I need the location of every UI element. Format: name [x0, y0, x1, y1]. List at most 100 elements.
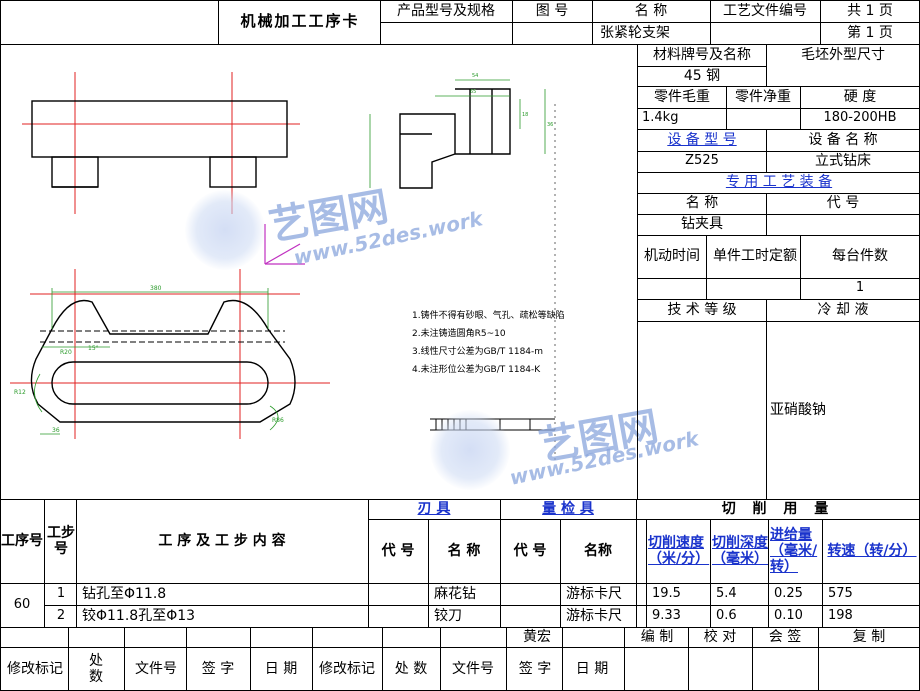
page-no: 第 1 页: [847, 24, 893, 41]
review-label: 复 制: [852, 628, 886, 645]
table-row-1-speed: 19.5: [652, 585, 681, 601]
change-mark-label-2: 修改标记: [319, 660, 375, 677]
product-model-label: 产品型号及规格: [397, 2, 495, 19]
coolant-label: 冷 却 液: [817, 301, 869, 318]
material-value: 45 钢: [683, 67, 721, 84]
step-no-label: 工步号: [47, 524, 75, 557]
table-row-1-step: 1: [56, 585, 66, 601]
signature-label: 签 字: [201, 660, 235, 677]
fixture-value: 钻夹具: [681, 216, 723, 233]
doc-no-label: 工艺文件编号: [723, 2, 807, 19]
gauge-code-label: 代 号: [513, 542, 547, 559]
net-weight-label: 零件净重: [735, 88, 791, 105]
note-3: 3.线性尺寸公差为GB/T 1184-m: [412, 345, 543, 357]
count-label-2: 处 数: [394, 660, 428, 677]
table-row-1-content: 钻孔至Φ11.8: [82, 585, 167, 602]
blank-size-label: 毛坯外型尺寸: [801, 46, 885, 63]
spindle-speed-label: 转速（转/分）: [827, 542, 917, 559]
op-no-label: 工序号: [1, 532, 43, 549]
name-label: 名 称: [634, 2, 668, 19]
drawing-no-label: 图 号: [535, 2, 569, 19]
table-row-2-gauge: 游标卡尺: [566, 607, 622, 624]
author-name: 黄宏: [523, 628, 551, 645]
date-label: 日 期: [264, 660, 298, 677]
tool-name-label: 名 称: [447, 542, 481, 559]
table-row-1-tool: 麻花钻: [434, 585, 476, 602]
dim-54: 54: [472, 73, 478, 79]
compile-label: 编 制: [640, 628, 674, 645]
change-mark-label: 修改标记: [7, 660, 63, 677]
date-label-2: 日 期: [575, 660, 609, 677]
dim-18: 18: [522, 112, 528, 118]
doc-no-footer-label: 文件号: [135, 660, 177, 677]
fixture-code-label: 代 号: [826, 195, 860, 212]
dim-380: 380: [150, 285, 162, 292]
gauge-name-label: 名称: [584, 542, 612, 559]
equipment-model-value: Z525: [685, 153, 719, 169]
top-view: [31, 100, 288, 188]
pieces-value: 1: [855, 280, 865, 296]
cutting-params-label: 切 削 用 量: [721, 500, 835, 517]
pieces-label: 每台件数: [832, 248, 888, 265]
table-row-2-depth: 0.6: [716, 607, 737, 623]
centerlines: [10, 72, 330, 439]
table-row-1-feed: 0.25: [774, 585, 803, 601]
special-equipment-label: 专 用 工 艺 装 备: [725, 174, 833, 191]
hardness-label: 硬 度: [843, 88, 877, 105]
count-label: 处数: [89, 652, 103, 685]
feed-rate-label: 进给量（毫米/转）: [770, 526, 818, 576]
side-dimensions: [369, 79, 546, 188]
doc-no-footer-label-2: 文件号: [452, 660, 494, 677]
table-row-2-step: 2: [56, 607, 66, 623]
dim-36b: 36: [547, 122, 553, 128]
equipment-name-value: 立式钻床: [815, 153, 871, 170]
note-4: 4.未注形位公差为GB/T 1184-K: [412, 363, 541, 375]
step-content-label: 工 序 及 工 步 内 容: [158, 532, 286, 549]
mini-title-block: [430, 418, 555, 431]
check-label: 校 对: [703, 628, 737, 645]
tech-grade-label: 技 术 等 级: [667, 301, 737, 318]
table-row-2-content: 铰Φ11.8孔至Φ13: [82, 607, 196, 624]
card-title: 机械加工工序卡: [240, 12, 360, 31]
dim-r20: R20: [60, 349, 72, 356]
part-name: 张紧轮支架: [600, 24, 670, 41]
gross-weight-value: 1.4kg: [642, 110, 679, 126]
tool-code-label: 代 号: [381, 542, 415, 559]
tech-notes: 1.铸件不得有砂眼、气孔、疏松等缺陷 2.未注铸造圆角R5~10 3.线性尺寸公…: [412, 309, 565, 375]
machine-time-label: 机动时间: [644, 248, 700, 265]
table-row-1-rpm: 575: [828, 585, 853, 601]
front-dimensions: [34, 288, 279, 435]
dim-angle: 15°: [88, 345, 99, 352]
material-label: 材料牌号及名称: [653, 46, 751, 63]
cutting-depth-label: 切削深度（毫米）: [712, 534, 768, 567]
dim-65: 65: [470, 89, 476, 95]
blade-tool-label: 刃 具: [417, 500, 451, 517]
dim-r12: R12: [14, 389, 26, 396]
equipment-name-label: 设 备 名 称: [808, 131, 878, 148]
op-no-value: 60: [13, 596, 31, 612]
hardness-value: 180-200HB: [823, 110, 897, 126]
note-1: 1.铸件不得有砂眼、气孔、疏松等缺陷: [412, 309, 565, 321]
fixture-name-label: 名 称: [685, 195, 719, 212]
side-view: [399, 88, 511, 189]
coolant-value: 亚硝酸钠: [770, 401, 826, 418]
table-row-2-feed: 0.10: [774, 607, 803, 623]
note-2: 2.未注铸造圆角R5~10: [412, 327, 506, 339]
equipment-model-label: 设 备 型 号: [667, 131, 737, 148]
table-row-1-depth: 5.4: [716, 585, 737, 601]
table-row-2-speed: 9.33: [652, 607, 681, 623]
dim-r86: R86: [272, 417, 284, 424]
countersign-label: 会 签: [768, 628, 802, 645]
front-view: [30, 299, 296, 423]
gauge-label: 量 检 具: [542, 500, 594, 517]
table-row-1-gauge: 游标卡尺: [566, 585, 622, 602]
table-row-2-rpm: 198: [828, 607, 853, 623]
cutting-speed-label: 切削速度（米/分）: [648, 534, 710, 567]
dim-36: 36: [52, 427, 60, 434]
axis-icon: [264, 224, 305, 265]
gross-weight-label: 零件毛重: [654, 88, 710, 105]
unit-time-label: 单件工时定额: [713, 248, 797, 265]
table-row-2-tool: 铰刀: [434, 607, 462, 624]
total-pages: 共 1 页: [847, 2, 893, 19]
signature-label-2: 签 字: [518, 660, 552, 677]
